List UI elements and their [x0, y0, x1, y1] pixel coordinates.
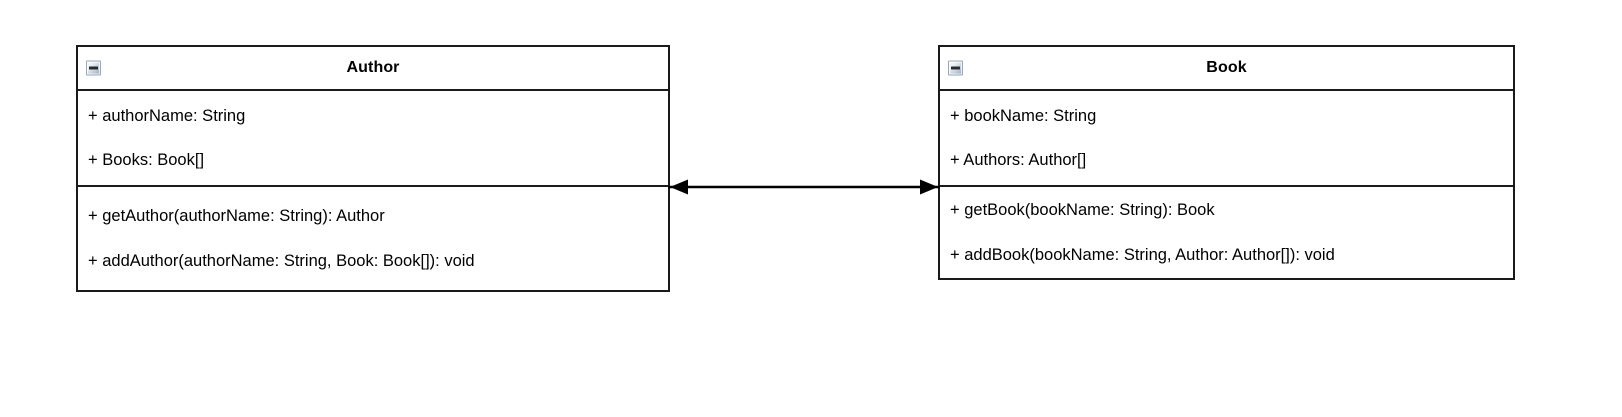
operations-compartment-author: + getAuthor(authorName: String): Author …: [78, 187, 668, 290]
association-connector-author-book[interactable]: [668, 172, 940, 202]
operation-row: + addBook(bookName: String, Author: Auth…: [950, 245, 1335, 264]
operations-compartment-book: + getBook(bookName: String): Book + addB…: [940, 187, 1513, 278]
attribute-row: + bookName: String: [950, 106, 1097, 125]
attributes-compartment-author: + authorName: String + Books: Book[]: [78, 91, 668, 187]
operation-row: + getAuthor(authorName: String): Author: [88, 207, 385, 225]
minus-glyph: [89, 66, 98, 70]
class-name-author: Author: [346, 59, 400, 76]
class-header-author: Author: [78, 47, 668, 91]
class-name-book: Book: [1206, 59, 1247, 76]
association-line: [668, 179, 940, 195]
minus-box-icon[interactable]: [86, 60, 101, 76]
attribute-row: + Books: Book[]: [88, 151, 205, 169]
arrowhead-right-icon: [920, 179, 938, 195]
uml-class-book[interactable]: Book + bookName: String + Authors: Autho…: [938, 45, 1515, 280]
operation-row: + getBook(bookName: String): Book: [950, 201, 1215, 219]
uml-class-author[interactable]: Author + authorName: String + Books: Boo…: [76, 45, 670, 292]
arrowhead-left-icon: [670, 179, 688, 195]
minus-box-icon[interactable]: [948, 60, 963, 76]
attribute-row: + Authors: Author[]: [950, 151, 1087, 169]
minus-glyph: [951, 66, 960, 70]
attribute-row: + authorName: String: [88, 106, 246, 125]
operation-row: + addAuthor(authorName: String, Book: Bo…: [88, 251, 475, 270]
attributes-compartment-book: + bookName: String + Authors: Author[]: [940, 91, 1513, 187]
class-header-book: Book: [940, 47, 1513, 91]
